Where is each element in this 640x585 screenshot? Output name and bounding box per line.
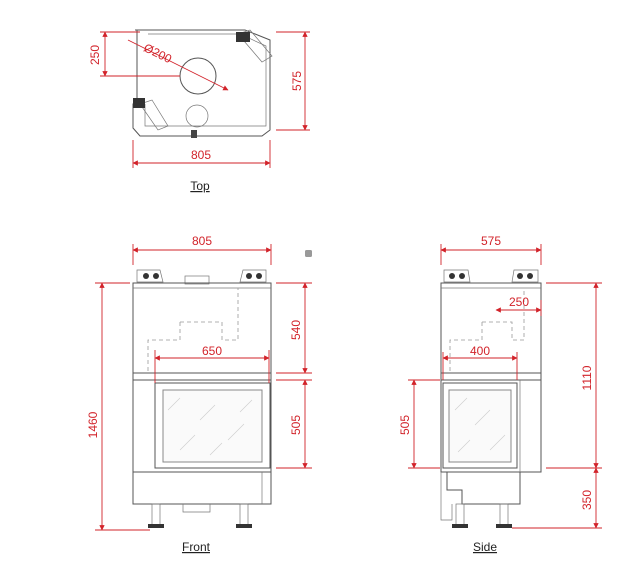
top-right-clamp [236,32,250,42]
top-left-clamp [133,98,145,108]
top-view-inner-outline [144,33,267,127]
side-opening-label: 400 [470,344,490,358]
top-left-bracket [139,99,169,131]
side-door-label: 505 [398,415,412,435]
front-view: 805 1460 540 505 650 Front [86,234,312,554]
side-door-frame [442,382,518,469]
side-right-bracket [511,269,539,283]
side-front-leg [455,503,465,527]
front-door-label: 505 [289,415,303,435]
air-inlet-circle [185,104,209,128]
marker-square-icon [305,250,312,257]
front-left-bracket [136,269,164,283]
side-door-header [440,372,542,381]
side-base-rail [440,472,453,521]
flue-outlet-circle [179,57,217,95]
side-left-bracket [443,269,471,283]
top-flue-diameter-label: Ø200 [141,41,174,67]
front-opening-label: 650 [202,344,222,358]
top-width-label: 805 [191,148,211,162]
front-base-plate [182,504,211,513]
front-view-caption: Front [182,540,211,554]
side-base [446,472,521,505]
side-rear-leg [499,503,509,527]
side-glass-reflection [454,397,506,453]
side-width-label: 575 [481,234,501,248]
top-offset-label: 250 [88,45,102,65]
side-door-glass [448,389,512,463]
front-left-leg [151,503,161,527]
front-upper-label: 540 [289,320,303,340]
front-flue-hidden-lines [147,288,239,373]
top-depth-label: 575 [290,71,304,91]
side-offset-label: 250 [509,295,529,309]
front-upper-body [132,282,272,374]
top-view: 805 575 250 Ø200 Top [88,29,310,193]
front-width-label: 805 [192,234,212,248]
front-door-glass [162,389,263,463]
side-base-label: 350 [580,490,594,510]
side-lower-body [440,379,542,473]
front-flue-collar [184,275,210,285]
inlet-stub [191,130,197,138]
top-right-bracket [237,29,273,63]
front-right-bracket [239,269,267,283]
front-door-header [132,372,272,381]
front-glass-reflection [167,397,253,456]
side-height-label: 1110 [580,365,594,390]
flue-diameter-leader [127,39,229,91]
side-view: 575 250 400 505 1110 350 Side [398,234,602,554]
front-door-frame [154,382,271,469]
front-right-leg [239,503,249,527]
side-view-caption: Side [473,540,497,554]
front-base [132,471,272,505]
top-view-outline [132,29,271,137]
front-height-label: 1460 [86,411,100,438]
top-view-caption: Top [190,179,210,193]
